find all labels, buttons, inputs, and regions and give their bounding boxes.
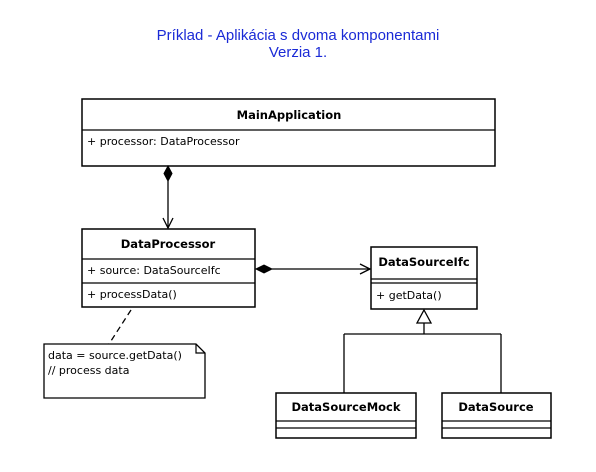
composition-main-to-processor (163, 164, 173, 228)
class-data-source-mock[interactable]: DataSourceMock (275, 392, 417, 439)
class-data-source[interactable]: DataSource (441, 392, 552, 439)
composition-diamond (254, 264, 274, 274)
class-main-application-name: MainApplication (237, 108, 342, 122)
class-data-processor[interactable]: DataProcessor + source: DataSourceIfc + … (81, 228, 256, 308)
note-line2: // process data (48, 364, 129, 377)
composition-diamond (163, 164, 173, 183)
class-data-source-ifc-name: DataSourceIfc (378, 255, 470, 269)
class-data-source-mock-name: DataSourceMock (291, 400, 400, 414)
class-data-source-ifc[interactable]: DataSourceIfc + getData() (370, 246, 478, 310)
class-data-source-ifc-operation: + getData() (376, 289, 442, 302)
class-main-application[interactable]: MainApplication + processor: DataProcess… (81, 98, 496, 167)
class-data-source-name: DataSource (458, 400, 533, 414)
class-data-processor-attribute: + source: DataSourceIfc (87, 264, 221, 277)
realization-triangle (415, 308, 433, 324)
diagram-title-line2: Verzia 1. (268, 44, 328, 61)
note-process-data[interactable]: data = source.getData() // process data (43, 343, 206, 399)
note-link (108, 309, 132, 345)
composition-processor-to-ifc (254, 264, 370, 274)
class-main-application-attribute: + processor: DataProcessor (87, 135, 240, 148)
note-folded-corner (195, 344, 205, 354)
realization-hierarchy (343, 308, 502, 393)
class-data-processor-operation: + processData() (87, 288, 177, 301)
diagram-title-line1: Príklad - Aplikácia s dvoma komponentami (156, 27, 440, 44)
class-data-processor-name: DataProcessor (121, 237, 216, 251)
note-line1: data = source.getData() (48, 349, 182, 362)
